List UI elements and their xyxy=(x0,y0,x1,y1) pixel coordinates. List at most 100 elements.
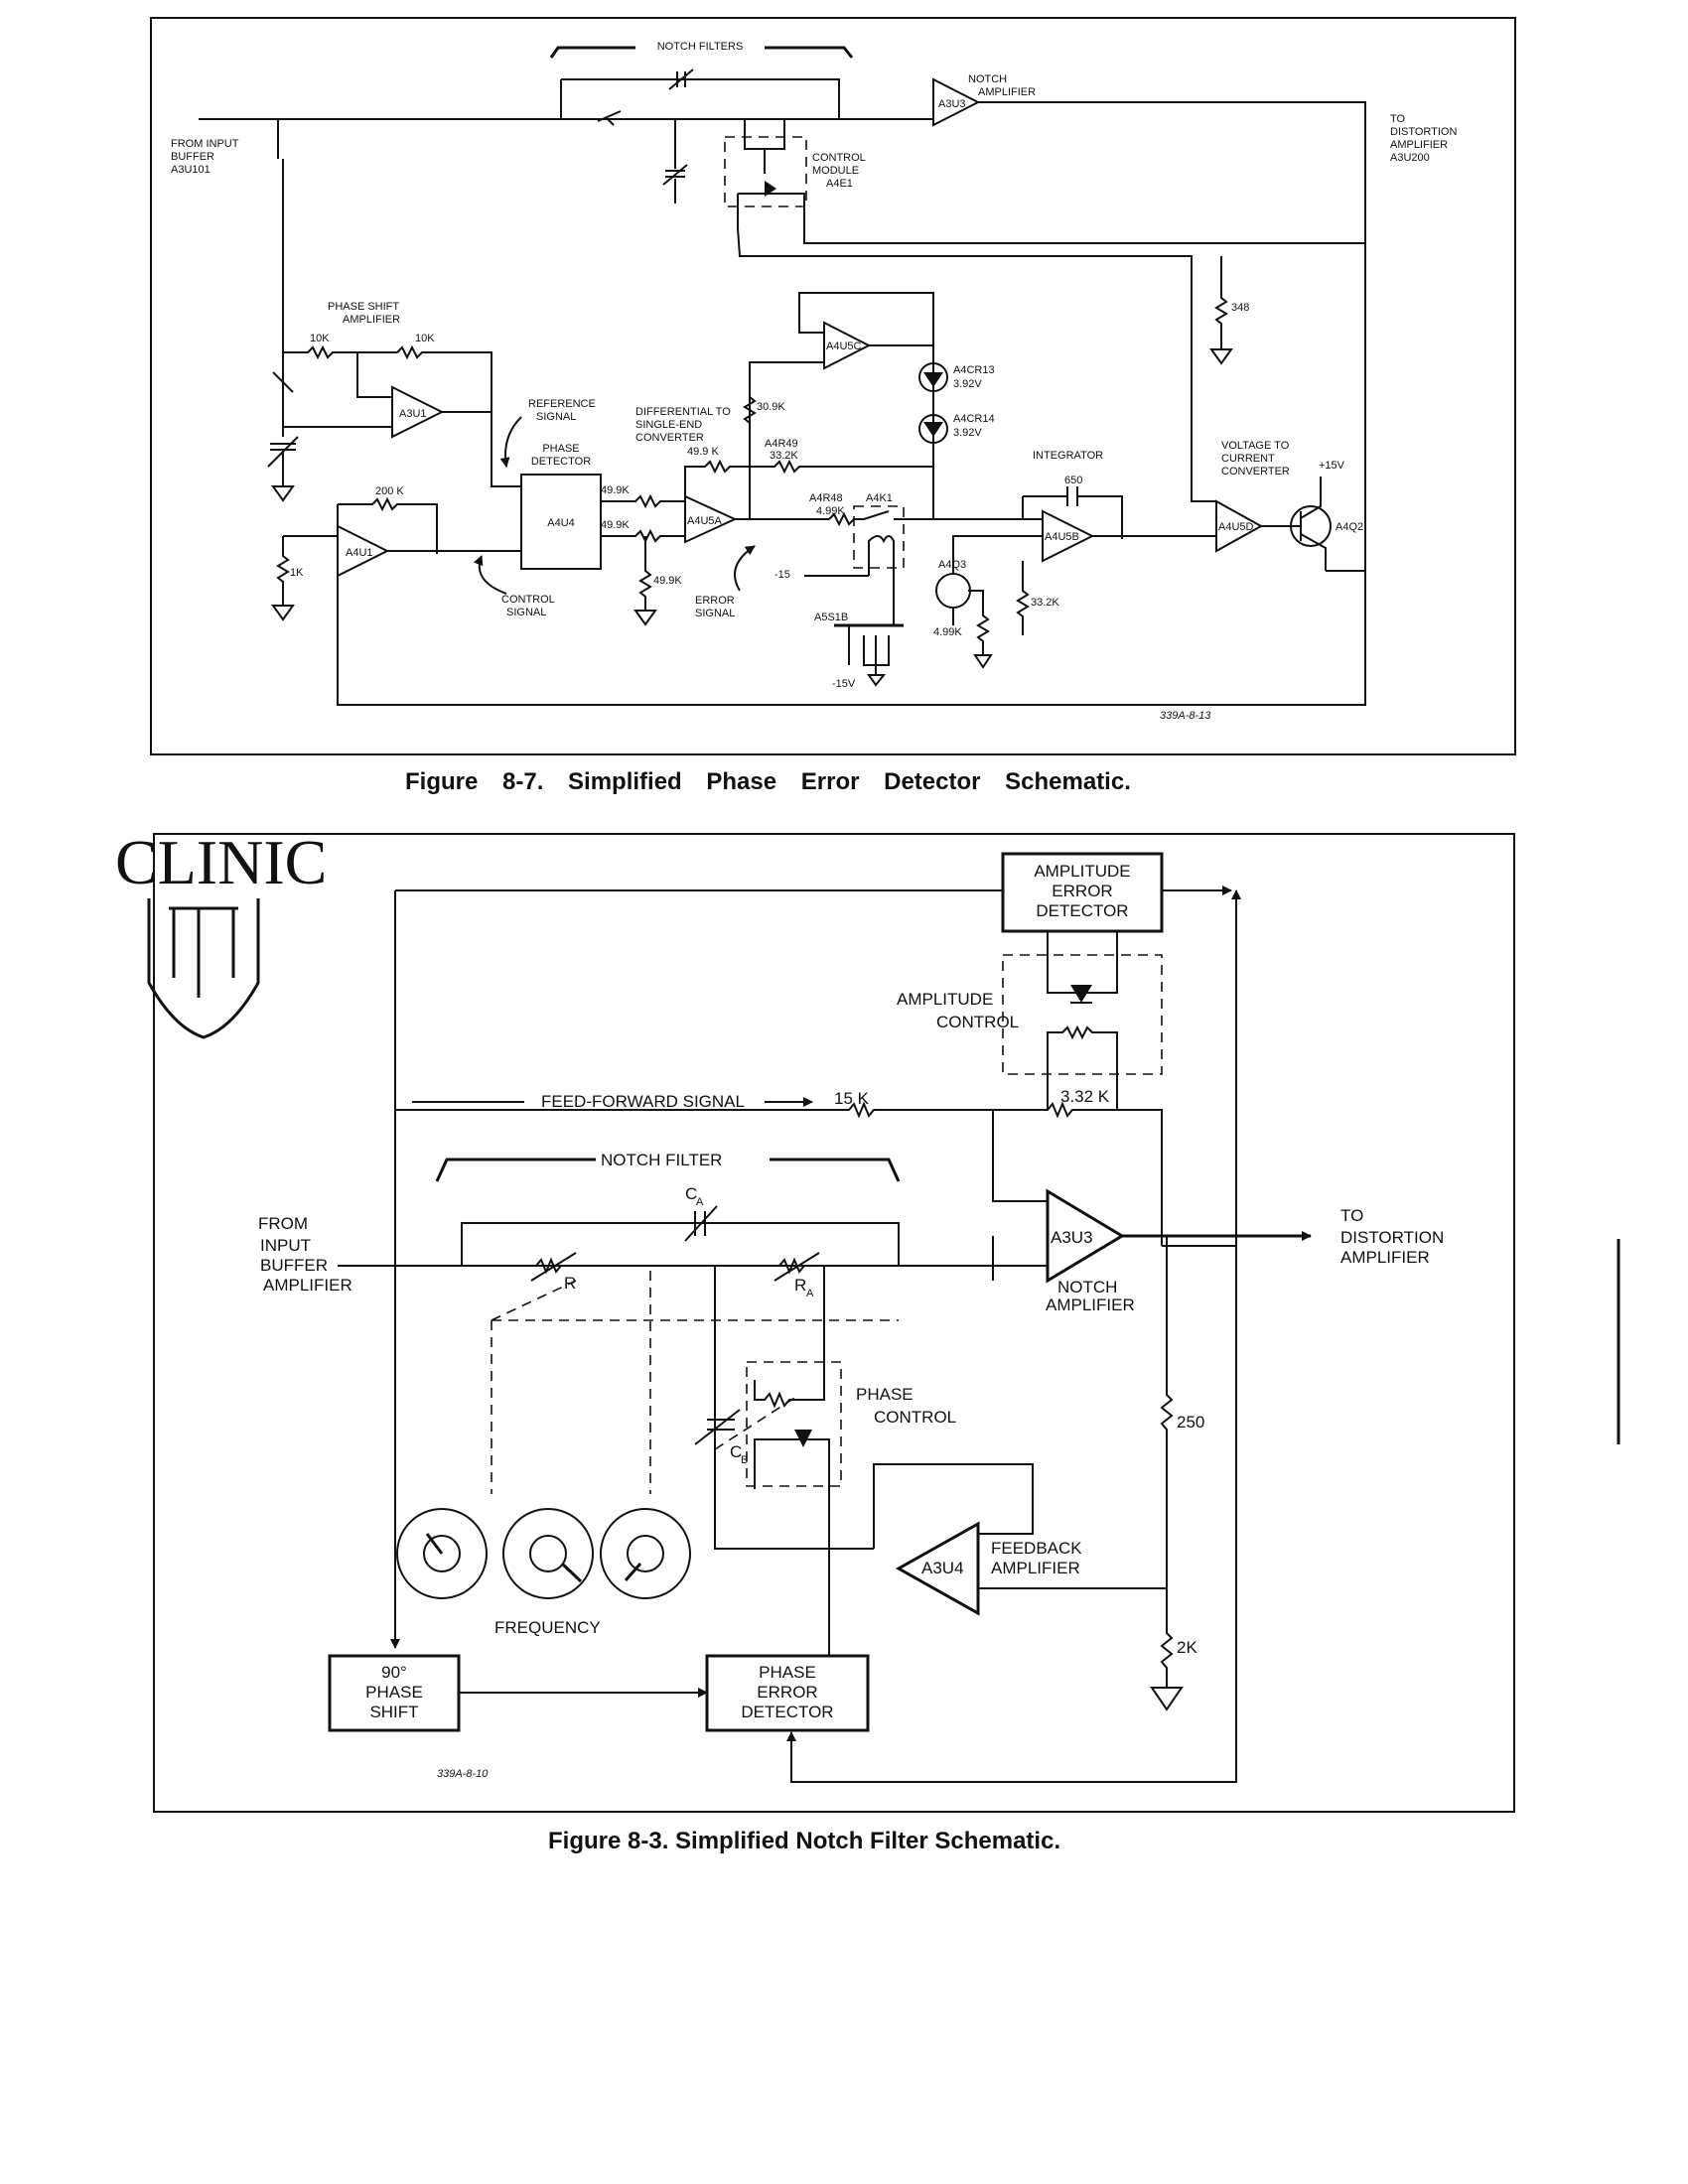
clinic-watermark: CLINIC xyxy=(115,827,327,897)
resistor-r xyxy=(530,1252,577,1282)
distortion-amplifier-label: AMPLIFIER xyxy=(1340,1248,1430,1267)
a5s1b-label: A5S1B xyxy=(814,612,848,623)
from-amplifier-label: AMPLIFIER xyxy=(263,1276,352,1295)
led-icon xyxy=(1070,985,1092,1003)
shift-label-2: PHASE xyxy=(365,1683,423,1702)
a3u3-label: A3U3 xyxy=(938,98,966,110)
phase-label: PHASE xyxy=(542,443,579,455)
differential-to-label: DIFFERENTIAL TO xyxy=(635,406,731,418)
plus15v-label: +15V xyxy=(1319,460,1345,472)
op-amp-a4u5b xyxy=(1042,509,1095,563)
relay-a4k1-box xyxy=(853,505,905,569)
r499k-d-label: 49.9 K xyxy=(687,446,719,458)
frequency-label: FREQUENCY xyxy=(494,1618,601,1637)
a4cr14-label: A4CR14 xyxy=(953,413,995,425)
notch-bridge xyxy=(560,78,840,119)
a3u4-label: A3U4 xyxy=(921,1559,964,1577)
figure-8-7-frame xyxy=(150,17,1516,755)
r332k-label: 33.2K xyxy=(770,450,798,462)
op-amp-a4u1 xyxy=(337,524,390,578)
converter-label-2: CONVERTER xyxy=(1221,466,1290,478)
control-module-box xyxy=(724,136,807,207)
feedback-label: FEEDBACK xyxy=(991,1539,1082,1558)
reference-signal-label: SIGNAL xyxy=(536,411,576,423)
cb-label: C xyxy=(730,1442,742,1461)
resistor-ra xyxy=(774,1252,820,1282)
r15k-label: 15 K xyxy=(834,1089,870,1108)
v392-b-label: 3.92V xyxy=(953,427,982,439)
r10k-a-label: 10K xyxy=(310,333,330,344)
control-signal-label-2: SIGNAL xyxy=(506,607,546,618)
fig2-drawing-number: 339A-8-10 xyxy=(437,1768,489,1780)
notch-label: NOTCH xyxy=(968,73,1007,85)
single-end-label: SINGLE-END xyxy=(635,419,702,431)
a4k1-label: A4K1 xyxy=(866,492,893,504)
amp-err-label-3: DETECTOR xyxy=(1036,901,1128,920)
a4q2-label: A4Q2 xyxy=(1336,521,1363,533)
amplitude-control-resistor xyxy=(1047,1024,1118,1110)
from-label: FROM xyxy=(258,1214,308,1233)
amp-ctl-label-2: CONTROL xyxy=(936,1013,1019,1031)
feedback-return-path xyxy=(786,1236,1237,1783)
r499k-c-label: 49.9K xyxy=(653,575,682,587)
a4u5d-label: A4U5D xyxy=(1218,521,1254,533)
converter-label: CONVERTER xyxy=(635,432,704,444)
variable-capacitor-shunt xyxy=(662,119,688,204)
notch-amplifier-label: AMPLIFIER xyxy=(1046,1296,1135,1314)
relay-contact xyxy=(828,510,1043,527)
amp-err-label-2: ERROR xyxy=(1052,882,1112,900)
neg15-label: -15 xyxy=(774,569,790,581)
r332k-b-label: 33.2K xyxy=(1031,597,1059,609)
resistor-250 xyxy=(992,1236,1174,1628)
fet-a4q3 xyxy=(935,573,971,609)
fig1-drawing-number: 339A-8-13 xyxy=(1160,710,1211,722)
variable-rc-network xyxy=(267,159,299,486)
frequency-dial-3[interactable] xyxy=(600,1508,691,1599)
to-label: TO xyxy=(1390,113,1406,125)
capacitor-bridge xyxy=(461,1222,900,1266)
from-input-label: FROM INPUT xyxy=(171,138,239,150)
phase-shift-feedback-resistors xyxy=(283,344,492,412)
variable-capacitor-top xyxy=(668,68,694,90)
module-label: MODULE xyxy=(812,165,859,177)
r348-label: 348 xyxy=(1231,302,1249,314)
phase-detector-a4u4 xyxy=(520,474,602,570)
reference-label: REFERENCE xyxy=(528,398,596,410)
r309k-label: 30.9K xyxy=(757,401,785,413)
notch-filters-bracket: NOTCH FILTERS xyxy=(549,41,854,59)
neg15v-label: -15V xyxy=(832,678,856,690)
voltage-to-label: VOLTAGE TO xyxy=(1221,440,1290,452)
r499k-b-label: 49.9K xyxy=(601,519,630,531)
frequency-dial-1[interactable] xyxy=(396,1508,488,1599)
notch-amplifier-a3u3 xyxy=(932,77,981,127)
figure-8-7-caption: Figure 8-7. Simplified Phase Error Detec… xyxy=(405,768,1131,795)
amplitude-error-detector-box xyxy=(1001,852,1164,933)
a3u101-label: A3U101 xyxy=(171,164,211,176)
ground-icon xyxy=(867,674,887,687)
amp-err-label-1: AMPLITUDE xyxy=(1034,862,1130,881)
figure-8-7: NOTCH FILTERS FROM INPUT BUFFER A3U101 C… xyxy=(150,17,1516,755)
a4u5c-label: A4U5C xyxy=(826,341,862,352)
feedback-amplifier-label: AMPLIFIER xyxy=(991,1559,1080,1577)
op-amp-a3u3 xyxy=(1046,1188,1125,1284)
ground-icon xyxy=(973,654,993,669)
r200k-label: 200 K xyxy=(375,485,404,497)
a4e1-label: A4E1 xyxy=(826,178,853,190)
figure-8-3: CLINIC AMPLITUDE ERROR DETECTOR AMPLITUD… xyxy=(115,827,1515,1813)
a4cr13-label: A4CR13 xyxy=(953,364,995,376)
resistor-a4r49 xyxy=(750,459,934,519)
notch-filters-label: NOTCH FILTERS xyxy=(657,41,744,53)
figure-8-3-frame xyxy=(153,833,1515,1813)
phase-shift-label: PHASE SHIFT xyxy=(328,301,399,313)
ra-label: R xyxy=(794,1276,806,1295)
a4u5b-label: A4U5B xyxy=(1045,531,1079,543)
ped-label-1: PHASE xyxy=(759,1663,816,1682)
frequency-dial-2[interactable] xyxy=(502,1508,594,1599)
detector-label: DETECTOR xyxy=(531,456,591,468)
ground-icon xyxy=(633,610,657,626)
phase-ctl-label-2: CONTROL xyxy=(874,1408,956,1427)
figure-8-3-caption: Figure 8-3. Simplified Notch Filter Sche… xyxy=(548,1828,1060,1854)
a4r49-label: A4R49 xyxy=(765,438,798,450)
error-label: ERROR xyxy=(695,595,735,607)
